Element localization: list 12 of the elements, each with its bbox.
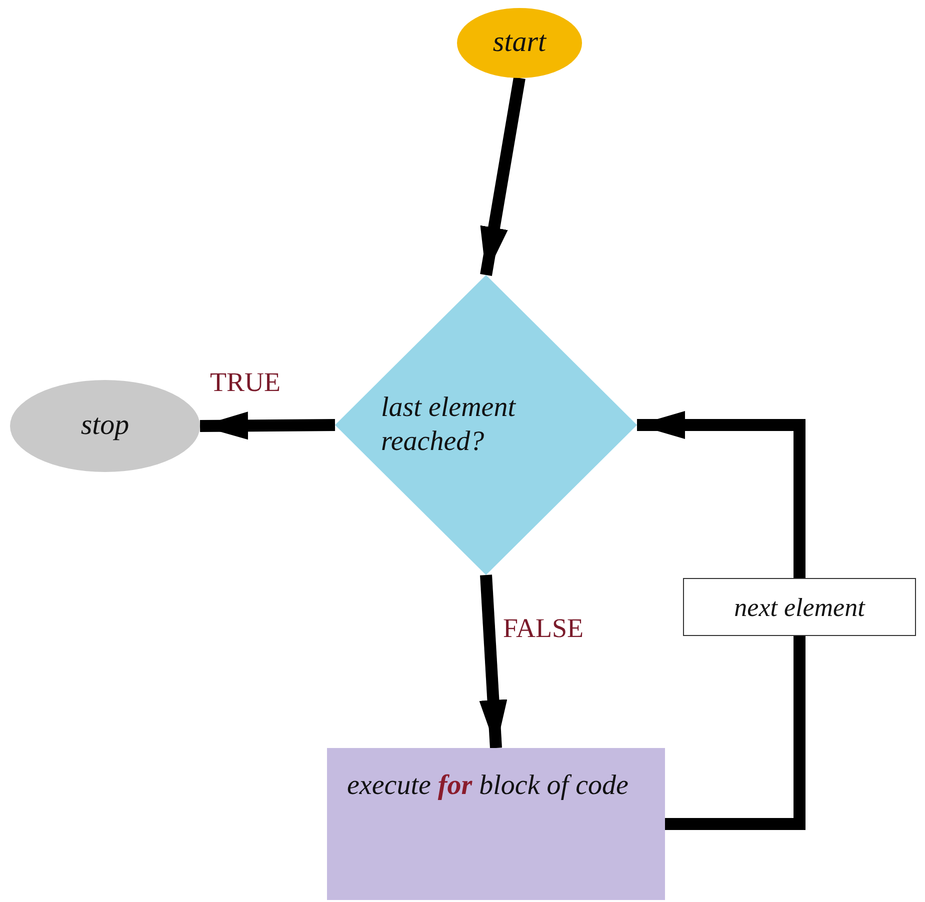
arrow: [480, 76, 526, 276]
arrow: [479, 574, 508, 748]
step-box: [683, 578, 916, 636]
arrow: [200, 412, 336, 440]
node-text: last element reached?: [381, 391, 517, 459]
process-box: [327, 748, 665, 900]
arrow: [637, 411, 806, 578]
node-text: start: [492, 25, 546, 60]
decision-diamond: [335, 275, 637, 575]
node-text: next element: [734, 592, 865, 624]
node-text: execute for block of code: [347, 769, 630, 803]
node-text: stop: [80, 408, 130, 444]
